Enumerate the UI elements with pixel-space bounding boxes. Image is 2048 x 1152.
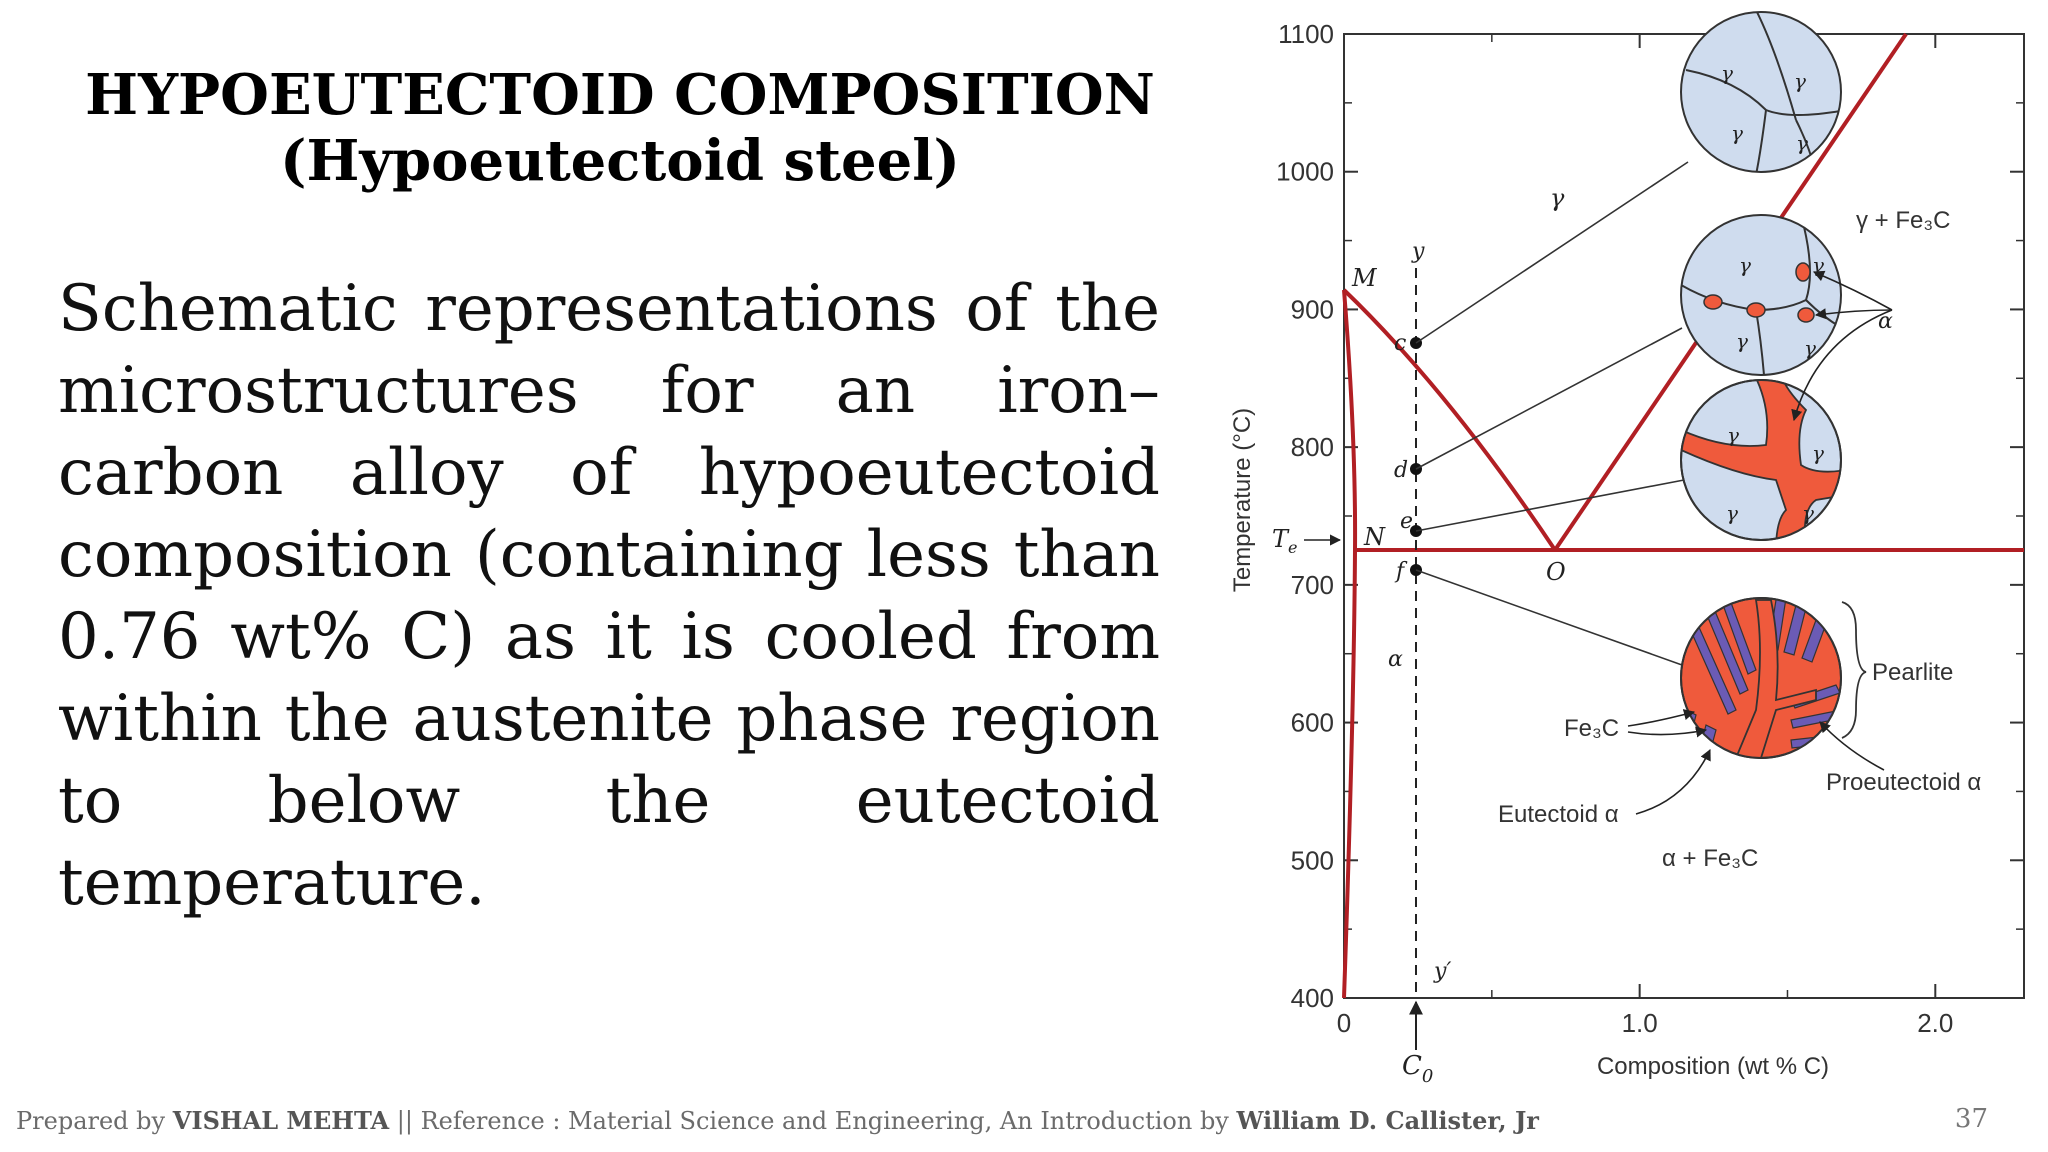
leader-d [1415, 327, 1683, 470]
y-tick-label: 600 [1291, 708, 1334, 738]
te-main: T [1272, 525, 1290, 553]
point-f-label: f [1394, 559, 1408, 584]
leader-lines [1415, 161, 1689, 666]
point-y-label: y [1411, 239, 1425, 264]
point-M-label: M [1351, 264, 1378, 292]
footer-author: VISHAL MEHTA [172, 1106, 390, 1135]
point-e-label: e [1400, 509, 1413, 534]
microstructure-pearlite [1680, 597, 1842, 759]
y-tick-label: 800 [1291, 432, 1334, 462]
eutectoid-arrow [1635, 748, 1711, 815]
footer-book-author: William D. Callister, Jr [1236, 1106, 1539, 1135]
x-axis-title: Composition (wt % C) [1597, 1053, 1829, 1080]
point-d-label: d [1394, 458, 1408, 483]
y-axis-title: Temperature (°C) [1229, 408, 1256, 592]
x-tick-label: 1.0 [1622, 1008, 1658, 1038]
title-line-2: (Hypoeutectoid steel) [280, 128, 960, 194]
point-y-prime-label: y′ [1433, 959, 1451, 984]
grain-label: γ [1726, 501, 1738, 525]
alpha-arrows [1791, 270, 1893, 422]
pearlite-brace [1841, 601, 1867, 739]
grain-label: γ [1721, 61, 1733, 85]
leader-f [1415, 569, 1683, 666]
c0-label: C0 [1402, 1051, 1433, 1087]
leader-e [1415, 479, 1685, 532]
body-paragraph: Schematic representations of the microst… [58, 272, 1160, 920]
grain-label: γ [1802, 501, 1814, 525]
y-tick-label: 700 [1291, 570, 1334, 600]
region-gamma-label: γ [1550, 184, 1565, 212]
microstructure-proeutectoid-growth: γ γ γ γ [1680, 379, 1842, 541]
y-tick-label: 500 [1291, 845, 1334, 875]
region-alpha-label: α [1388, 647, 1403, 672]
microstructure-gamma: γ γ γ γ [1680, 11, 1842, 173]
point-N-label: N [1363, 523, 1386, 551]
point-O-label: O [1546, 558, 1566, 586]
y-tick-label: 900 [1291, 294, 1334, 324]
footer-reference: || Reference : Material Science and Engi… [389, 1107, 1237, 1135]
grain-label: γ [1736, 329, 1748, 353]
slide-title: HYPOEUTECTOID COMPOSITION (Hypoeutectoid… [60, 62, 1180, 194]
gamma-alpha-boundary-MO [1342, 288, 1557, 552]
c0-subscript: 0 [1422, 1066, 1433, 1087]
grain-label: γ [1794, 69, 1806, 93]
microstructure-alpha-nucleation: γ γ γ γ [1680, 214, 1842, 376]
x-tick-label: 0 [1337, 1008, 1351, 1038]
axis-ticks: 400 500 600 700 800 900 1000 1100 0 1.0 2.0 [1276, 19, 2024, 1038]
grain-label: γ [1727, 423, 1739, 447]
eutectoid-alpha-label: Eutectoid α [1498, 801, 1619, 828]
footer-credit: Prepared by VISHAL MEHTA || Reference : … [16, 1106, 1596, 1135]
pearlite-label: Pearlite [1872, 659, 1953, 686]
grain-label: γ [1731, 121, 1743, 145]
page-number: 37 [1954, 1104, 1988, 1134]
te-subscript: e [1288, 538, 1297, 557]
grain-label: γ [1812, 441, 1824, 465]
leader-c [1415, 161, 1689, 344]
te-label: Te [1272, 525, 1297, 557]
alpha-solvus-upper [1342, 289, 1358, 551]
y-tick-label: 1100 [1278, 19, 1334, 49]
footer-prefix: Prepared by [16, 1107, 173, 1135]
region-alpha-fe3c-label: α + Fe₃C [1662, 845, 1758, 872]
x-tick-label: 2.0 [1917, 1008, 1953, 1038]
y-tick-label: 400 [1291, 983, 1334, 1013]
grain-label: γ [1796, 131, 1808, 155]
phase-diagram: 400 500 600 700 800 900 1000 1100 0 1.0 2.0 Temper… [1216, 10, 2036, 1100]
c0-main: C [1402, 1051, 1422, 1081]
alpha-solvus-lower [1342, 549, 1357, 999]
grain-label: γ [1739, 253, 1751, 277]
region-gamma-fe3c-label: γ + Fe₃C [1856, 207, 1950, 234]
phase-diagram-svg: 400 500 600 700 800 900 1000 1100 0 1.0 2.0 Temper… [1229, 11, 2025, 1087]
y-tick-label: 1000 [1276, 157, 1334, 187]
fe3c-arrow-label: Fe₃C [1564, 715, 1619, 742]
grain-label: γ [1804, 336, 1816, 360]
proeutectoid-arrow [1819, 721, 1885, 771]
title-line-1: HYPOEUTECTOID COMPOSITION [85, 62, 1155, 128]
fe3c-arrows [1627, 709, 1708, 738]
point-c-label: c [1394, 331, 1406, 356]
proeutectoid-alpha-label: Proeutectoid α [1826, 769, 1981, 796]
